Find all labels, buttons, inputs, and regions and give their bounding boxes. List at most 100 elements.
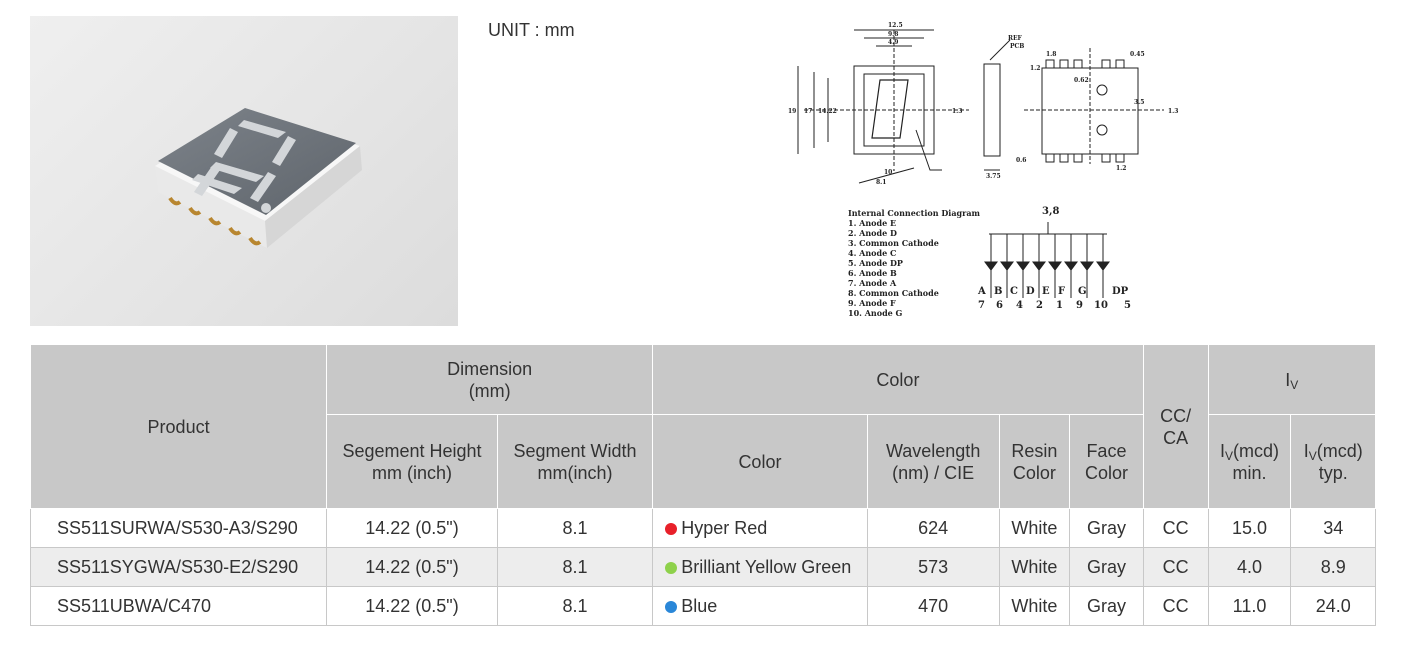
unit-label: UNIT : mm <box>488 20 575 40</box>
connection-item: 6. Anode B <box>848 268 897 278</box>
color-dot-icon <box>665 600 678 613</box>
dim-text: 17 <box>804 108 812 115</box>
header-seg-width: Segment Width mm(inch) <box>496 414 654 509</box>
dim-text: 12.5 <box>888 22 903 29</box>
dim-text: 10° <box>884 169 895 176</box>
iv-min-suffix: (mcd) min. <box>1232 440 1280 483</box>
dim-text: 1.2 <box>1116 165 1126 172</box>
segment-pin: 6 <box>996 300 1003 311</box>
common-pin-label: 3,8 <box>1042 206 1059 217</box>
segment-pin: 2 <box>1036 300 1043 311</box>
dim-text: 1.3 <box>1168 108 1178 115</box>
segment-letter: D <box>1026 286 1035 297</box>
connection-item: 9. Anode F <box>848 298 896 308</box>
connection-item: 2. Anode D <box>848 228 897 238</box>
dim-text: 0.62 <box>1074 77 1089 84</box>
seven-segment-display-image <box>155 108 362 248</box>
cell-ccca: CC <box>1142 547 1209 587</box>
cell-iv-min: 15.0 <box>1207 508 1292 548</box>
cell-wavelength: 624 <box>866 508 1000 548</box>
iv-sub: V <box>1225 448 1234 463</box>
color-name: Brilliant Yellow Green <box>681 556 852 577</box>
segment-letter: G <box>1078 286 1087 297</box>
color-name: Blue <box>681 595 718 616</box>
segment-letter: E <box>1042 286 1050 297</box>
segment-letter: A <box>977 286 986 297</box>
cell-iv-min: 11.0 <box>1207 586 1292 626</box>
header-seg-height: Segement Height mm (inch) <box>326 414 498 509</box>
header-color: Color <box>652 414 868 509</box>
cell-height: 14.22 (0.5") <box>326 508 498 548</box>
cell-width: 8.1 <box>496 586 654 626</box>
connection-item: 8. Common Cathode <box>848 288 939 298</box>
iv-letter: I <box>1220 440 1226 461</box>
connection-item: 7. Anode A <box>848 278 897 288</box>
header-dimension: Dimension (mm) <box>326 344 654 415</box>
iv-sub: V <box>1290 377 1299 392</box>
header-cc-ca: CC/ CA <box>1142 344 1209 509</box>
table-row: SS511UBWA/C470 14.22 (0.5") 8.1 Blue 470… <box>29 586 1376 626</box>
header-color-group: Color <box>652 344 1144 415</box>
spec-table: Product Dimension (mm) Color CC/ CA IV S… <box>29 344 1377 626</box>
cell-height: 14.22 (0.5") <box>326 586 498 626</box>
cell-resin: White <box>998 586 1071 626</box>
cell-color: Brilliant Yellow Green <box>652 547 868 587</box>
header-resin-color: Resin Color <box>998 414 1071 509</box>
dim-text: 19 <box>788 108 796 115</box>
cell-iv-min: 4.0 <box>1207 547 1292 587</box>
dim-text: 14.22 <box>818 108 837 115</box>
cell-color: Blue <box>652 586 868 626</box>
iv-letter: I <box>1285 369 1291 390</box>
technical-drawing: 12.5 9.8 4.9 19 17 14.22 1.3 8.1 10° REF… <box>784 18 1204 338</box>
segment-letter: B <box>994 286 1002 297</box>
cell-color: Hyper Red <box>652 508 868 548</box>
cell-width: 8.1 <box>496 508 654 548</box>
connection-item: 10. Anode G <box>848 308 903 318</box>
product-photo <box>30 16 458 326</box>
connection-item: 3. Common Cathode <box>848 238 939 248</box>
cell-product: SS511SURWA/S530-A3/S290 <box>29 508 328 548</box>
cell-resin: White <box>998 547 1071 587</box>
segment-pin: 4 <box>1016 300 1023 311</box>
header-iv-typ: IV(mcd) typ. <box>1290 414 1376 509</box>
table-row: SS511SURWA/S530-A3/S290 14.22 (0.5") 8.1… <box>29 508 1376 548</box>
segment-pin: 5 <box>1124 300 1131 311</box>
cell-ccca: CC <box>1142 508 1209 548</box>
segment-pin: 1 <box>1056 300 1063 311</box>
segment-letter: DP <box>1112 286 1129 297</box>
table-row: SS511SYGWA/S530-E2/S290 14.22 (0.5") 8.1… <box>29 547 1376 587</box>
iv-letter: I <box>1303 440 1309 461</box>
dim-text: 0.45 <box>1130 51 1145 58</box>
side-label: REF <box>1008 35 1023 42</box>
cell-iv-typ: 8.9 <box>1290 547 1376 587</box>
connection-item: 5. Anode DP <box>848 258 903 268</box>
dimension-diagram: 12.5 9.8 4.9 19 17 14.22 1.3 8.1 10° REF… <box>788 22 1178 318</box>
segment-pin: 9 <box>1076 300 1083 311</box>
cell-ccca: CC <box>1142 586 1209 626</box>
dim-text: 9.8 <box>888 31 898 38</box>
dim-text: 4.9 <box>888 39 898 46</box>
connection-title: Internal Connection Diagram <box>848 208 981 218</box>
color-name: Hyper Red <box>681 517 768 538</box>
dim-text: 1.3 <box>952 108 962 115</box>
cell-iv-typ: 34 <box>1290 508 1376 548</box>
header-iv-min: IV(mcd) min. <box>1207 414 1292 509</box>
iv-typ-suffix: (mcd) typ. <box>1316 440 1363 483</box>
connection-item: 4. Anode C <box>848 248 896 258</box>
cell-product: SS511SYGWA/S530-E2/S290 <box>29 547 328 587</box>
cell-height: 14.22 (0.5") <box>326 547 498 587</box>
header-wavelength: Wavelength (nm) / CIE <box>866 414 1000 509</box>
color-dot-icon <box>665 522 678 535</box>
dim-text: 1.2 <box>1030 65 1040 72</box>
color-dot-icon <box>665 561 678 574</box>
cell-width: 8.1 <box>496 547 654 587</box>
dim-text: 1.8 <box>1046 51 1056 58</box>
dim-text: 3.5 <box>1134 99 1144 106</box>
segment-pin: 10 <box>1094 300 1108 311</box>
segment-pin: 7 <box>978 300 985 311</box>
cell-wavelength: 470 <box>866 586 1000 626</box>
iv-sub: V <box>1308 448 1317 463</box>
segment-letter: F <box>1058 286 1065 297</box>
side-label: 3.75 <box>986 173 1001 180</box>
cell-wavelength: 573 <box>866 547 1000 587</box>
